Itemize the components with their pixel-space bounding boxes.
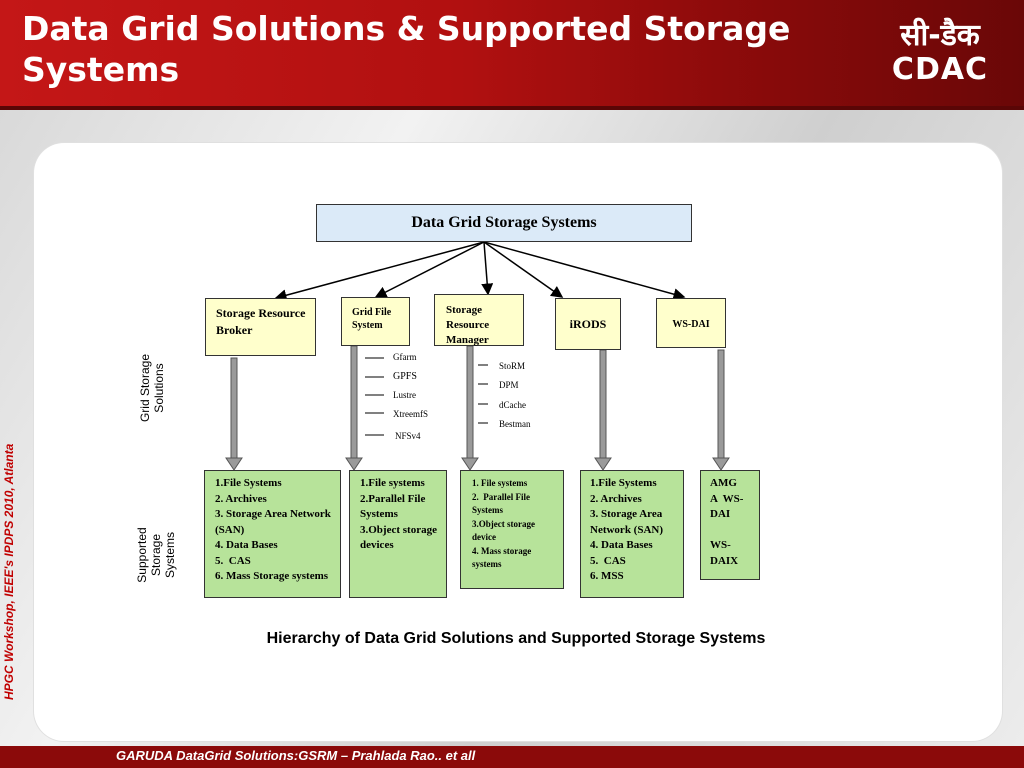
solution-node-srm: Storage Resource Manager [434,294,524,346]
down-arrow-1-shaft [230,357,238,459]
system-list: AMG A WS-DAI WS-DAIX [710,477,744,567]
down-arrow-5-head [712,457,730,471]
arrow-to-irods [483,241,564,298]
down-arrow-1-head [225,457,243,471]
arrow-to-wsdai [483,241,686,301]
root-node: Data Grid Storage Systems [316,204,692,242]
system-list: 1. File systems 2. Parallel File Systems… [472,478,535,569]
slide-header: Data Grid Solutions & Supported Storage … [0,0,1024,110]
footer-text: GARUDA DataGrid Solutions:GSRM – Prahlad… [116,748,476,763]
label-supported-storage-systems: Supported Storage Systems [135,527,177,583]
gfs-item: NFSv4 [395,431,421,441]
system-list: 1.File systems 2.Parallel File Systems 3… [360,477,437,551]
system-list: 1.File Systems 2. Archives 3. Storage Ar… [215,477,331,582]
solution-node-grid-file-system: Grid File System [341,297,410,346]
system-node-srm: 1. File systems 2. Parallel File Systems… [460,470,564,589]
slide-title: Data Grid Solutions & Supported Storage … [22,9,791,89]
srm-item: dCache [499,400,526,410]
arrow-to-srb [274,241,485,302]
gfs-item: XtreemfS [393,409,428,419]
gfs-item: Lustre [393,390,416,400]
arrow-to-srm [481,241,494,296]
slide-footer: GARUDA DataGrid Solutions:GSRM – Prahlad… [0,746,1024,768]
solution-node-irods: iRODS [555,298,621,350]
cdac-logo: सी-डैक CDAC [890,18,990,94]
solution-node-srb: Storage Resource Broker [205,298,316,356]
gfs-item: GPFS [393,371,417,382]
down-arrow-2-shaft [350,345,358,459]
content-panel [34,143,1002,741]
arrow-to-gfs [374,241,485,298]
system-node-irods: 1.File Systems 2. Archives 3. Storage Ar… [580,470,684,598]
logo-english-text: CDAC [891,52,989,87]
solution-node-ws-dai: WS-DAI [656,298,726,348]
srm-item: DPM [499,380,519,390]
system-list: 1.File Systems 2. Archives 3. Storage Ar… [590,477,664,582]
gfs-item: Gfarm [393,352,417,362]
label-grid-storage-solutions: Grid Storage Solutions [138,353,166,423]
system-node-ws-dai: AMG A WS-DAI WS-DAIX [700,470,760,580]
down-arrow-4-shaft [599,349,607,459]
system-node-srb: 1.File Systems 2. Archives 3. Storage Ar… [204,470,341,598]
logo-hindi-text: सी-डैक [900,18,980,53]
diagram-caption: Hierarchy of Data Grid Solutions and Sup… [266,630,766,647]
down-arrow-4-head [594,457,612,471]
system-node-gfs: 1.File systems 2.Parallel File Systems 3… [349,470,447,598]
down-arrow-5-shaft [717,349,725,459]
down-arrow-3-shaft [466,345,474,459]
srm-item: StoRM [499,361,526,371]
down-arrow-3-head [461,457,479,471]
srm-item: Bestman [499,419,531,429]
down-arrow-2-head [345,457,363,471]
